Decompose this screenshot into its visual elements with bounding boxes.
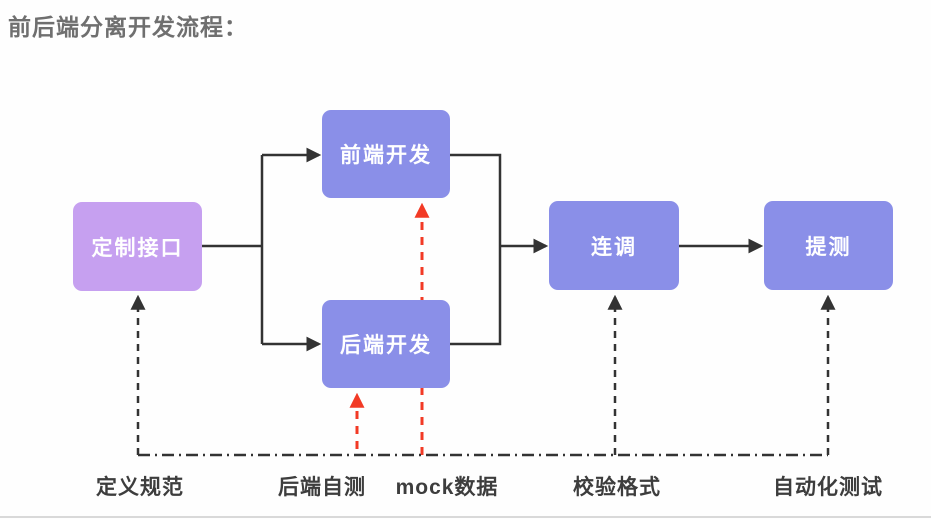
diagram-title: 前后端分离开发流程：	[8, 14, 248, 40]
annotation-validate-format: 校验格式	[573, 476, 661, 499]
line-merge-vertical	[450, 153, 502, 346]
node-submit-test-label: 提测	[805, 235, 852, 259]
node-define-interface: 定制接口	[73, 202, 202, 291]
annotation-mock-data: mock数据	[395, 476, 499, 499]
annotation-backend-selftest: 后端自测	[278, 476, 366, 499]
node-joint-debug-label: 连调	[591, 235, 637, 259]
node-frontend-dev: 前端开发	[322, 110, 450, 198]
node-joint-debug: 连调	[549, 201, 679, 290]
annotation-automated-test: 自动化测试	[773, 476, 883, 499]
node-frontend-dev-label: 前端开发	[340, 144, 432, 167]
annotation-define-spec: 定义规范	[96, 476, 184, 499]
bottom-edge-line	[0, 516, 931, 518]
node-backend-dev: 后端开发	[322, 300, 450, 388]
node-define-interface-label: 定制接口	[91, 236, 184, 260]
node-backend-dev-label: 后端开发	[340, 334, 432, 357]
node-submit-test: 提测	[764, 201, 893, 290]
